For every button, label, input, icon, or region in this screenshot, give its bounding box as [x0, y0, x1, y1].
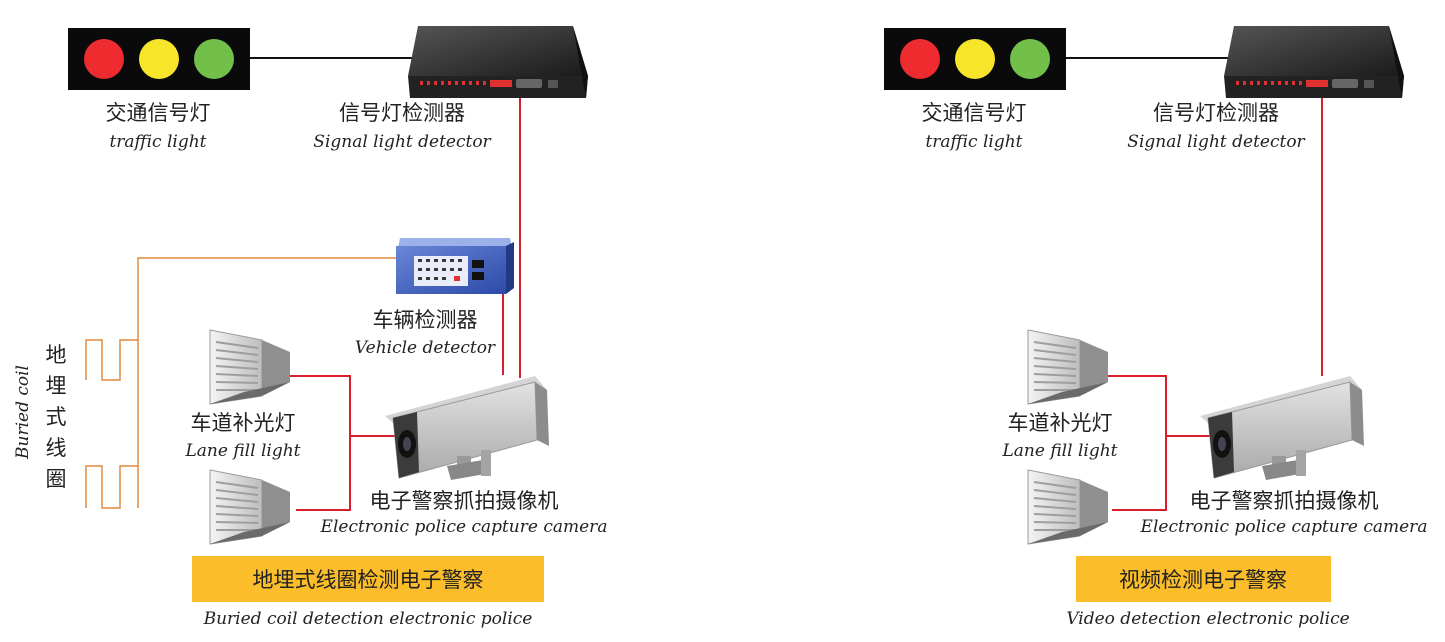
- buried-coil-char-5: 圈: [46, 467, 67, 491]
- camera-label-en-right: Electronic police capture camera: [1140, 517, 1428, 537]
- right-banner-title: 视频检测电子警察: [1119, 568, 1287, 592]
- buried-coil-label-en: Buried coil: [13, 365, 33, 460]
- left-banner-subtitle: Buried coil detection electronic police: [203, 609, 533, 629]
- traffic-light-label-zh-right: 交通信号灯: [922, 101, 1027, 125]
- buried-coil-char-4: 线: [46, 436, 67, 460]
- fill-light-wire: [290, 375, 351, 511]
- signal-detector-label-zh: 信号灯检测器: [339, 101, 465, 125]
- signal-detector-label-zh-right: 信号灯检测器: [1153, 101, 1279, 125]
- vehicle-detector-label-zh: 车辆检测器: [373, 308, 478, 332]
- coil-wire: [137, 257, 398, 508]
- vehicle-detector-device: [396, 238, 514, 294]
- traffic-light-right: [884, 28, 1066, 90]
- right-diagram: 交通信号灯 traffic light 信号灯检测器 Signal light …: [884, 26, 1427, 629]
- traffic-light-label-zh: 交通信号灯: [106, 101, 211, 125]
- buried-coil-char-2: 埋: [46, 374, 67, 398]
- signal-light-detector-device-right: [1224, 26, 1404, 98]
- camera-label-en: Electronic police capture camera: [320, 517, 608, 537]
- lane-fill-light-upper: [209, 329, 291, 405]
- buried-coil-lower: [85, 465, 138, 509]
- signal-light-detector-device: [408, 26, 588, 98]
- right-banner-subtitle: Video detection electronic police: [1066, 609, 1349, 629]
- left-banner: [192, 556, 544, 602]
- lane-fill-light-lower: [209, 469, 291, 545]
- lane-fill-light-label-zh-right: 车道补光灯: [1008, 411, 1113, 435]
- left-banner-title: 地埋式线圈检测电子警察: [253, 568, 484, 592]
- traffic-light-label-en: traffic light: [109, 132, 206, 152]
- buried-coil-char-1: 地: [46, 343, 67, 367]
- fill-light-wire-right: [1108, 375, 1167, 511]
- capture-camera-device-right: [1199, 375, 1365, 481]
- right-banner: [1076, 556, 1331, 602]
- buried-coil-char-3: 式: [46, 405, 67, 429]
- signal-detector-label-en-right: Signal light detector: [1127, 132, 1305, 152]
- lane-fill-light-upper-right: [1027, 329, 1109, 405]
- traffic-light-label-en-right: traffic light: [925, 132, 1022, 152]
- signal-detector-label-en: Signal light detector: [313, 132, 491, 152]
- camera-label-zh: 电子警察抓拍摄像机: [370, 489, 559, 513]
- camera-label-zh-right: 电子警察抓拍摄像机: [1190, 489, 1379, 513]
- lane-fill-light-lower-right: [1027, 469, 1109, 545]
- buried-coil-upper: [85, 339, 138, 381]
- traffic-light: [68, 28, 250, 90]
- left-diagram: 交通信号灯 traffic light 信号灯检测器 Signal light …: [13, 26, 607, 629]
- lane-fill-light-label-en-right: Lane fill light: [1002, 441, 1118, 461]
- capture-camera-device: [384, 375, 550, 481]
- lane-fill-light-label-zh: 车道补光灯: [191, 411, 296, 435]
- vehicle-detector-label-en: Vehicle detector: [355, 338, 496, 358]
- lane-fill-light-label-en: Lane fill light: [185, 441, 301, 461]
